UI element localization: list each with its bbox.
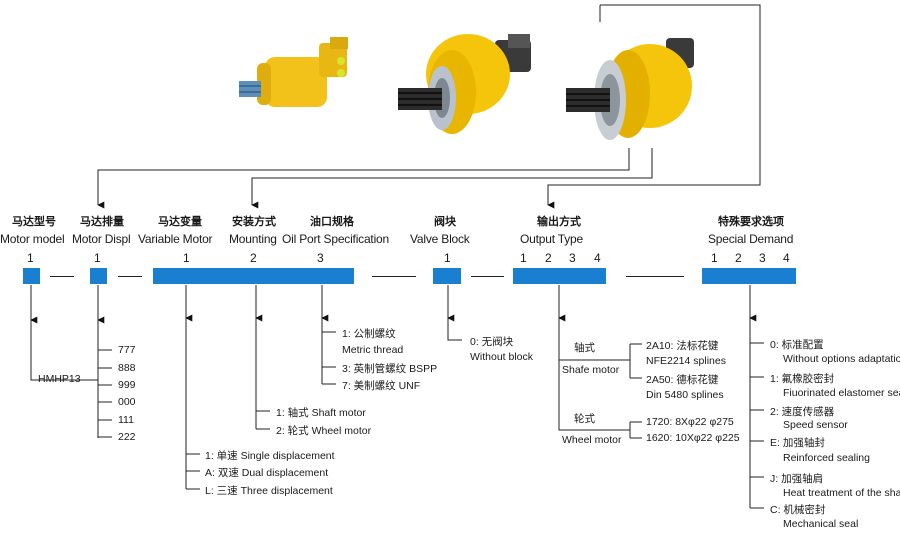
output-wheel-item: 1620: 10Xφ22 φ225 <box>646 432 740 444</box>
separator <box>372 276 416 277</box>
special-option: 1: 氟橡胶密封 <box>770 373 835 385</box>
motor-image-shaft <box>398 34 531 134</box>
special-option: Speed sensor <box>783 419 848 431</box>
group-3-en: Mounting <box>229 232 277 246</box>
group-3-num: 2 <box>250 251 257 265</box>
special-option: 0: 标准配置 <box>770 339 824 351</box>
group-2-cn: 马达变量 <box>158 216 202 228</box>
group-3-cn: 安装方式 <box>232 216 276 228</box>
separator <box>50 276 74 277</box>
separator <box>118 276 142 277</box>
code-box-displacement <box>90 268 107 284</box>
output-wheel-en: Wheel motor <box>562 434 622 446</box>
special-option: Without options adaptations <box>783 353 900 365</box>
group-1-num: 1 <box>94 251 101 265</box>
group-7-num-1: 1 <box>711 251 718 265</box>
group-0-cn: 马达型号 <box>12 216 56 228</box>
special-option: E: 加强轴封 <box>770 437 825 449</box>
output-shaft-item: Din 5480 splines <box>646 389 724 401</box>
valve-option: Without block <box>470 351 534 363</box>
displacement-option: 999 <box>118 379 136 391</box>
group-6-cn: 输出方式 <box>537 216 581 228</box>
special-option: C: 机械密封 <box>770 504 826 516</box>
code-box-valve <box>433 268 461 284</box>
group-5-en: Valve Block <box>410 232 470 246</box>
group-4-en: Oil Port Specification <box>282 232 389 246</box>
group-2-num: 1 <box>183 251 190 265</box>
group-1-cn: 马达排量 <box>80 216 124 228</box>
group-6-num-4: 4 <box>594 251 601 265</box>
code-box-special <box>702 268 796 284</box>
displacement-option: 111 <box>118 414 134 426</box>
group-7-cn: 特殊要求选项 <box>718 216 784 228</box>
output-wheel-item: 1720: 8Xφ22 φ275 <box>646 416 734 428</box>
special-option: Mechanical seal <box>783 518 859 530</box>
group-6-num-1: 1 <box>520 251 527 265</box>
group-6-num-3: 3 <box>569 251 576 265</box>
displacement-option: 000 <box>118 396 136 408</box>
group-0-num: 1 <box>27 251 34 265</box>
code-box-output <box>513 268 606 284</box>
group-7-num-4: 4 <box>783 251 790 265</box>
group-7-num-2: 2 <box>735 251 742 265</box>
motor-image-compact <box>239 37 348 107</box>
displacement-option: 777 <box>118 344 136 356</box>
code-box-variable-mounting-oilport <box>153 268 354 284</box>
mounting-option: 2: 轮式 Wheel motor <box>276 425 372 437</box>
group-0-en: Motor model <box>0 232 65 246</box>
output-shaft-item: NFE2214 splines <box>646 355 726 367</box>
group-5-num: 1 <box>444 251 451 265</box>
variable-option: A: 双速 Dual displacement <box>205 467 329 479</box>
group-4-cn: 油口规格 <box>310 216 354 228</box>
oil-port-option: Metric thread <box>342 344 404 356</box>
group-2-en: Variable Motor <box>138 232 213 246</box>
motor-image-wheel <box>566 38 694 140</box>
special-option: Reinforced sealing <box>783 452 870 464</box>
valve-option: 0: 无阀块 <box>470 336 514 348</box>
displacement-option: 222 <box>118 431 136 443</box>
variable-option: L: 三速 Three displacement <box>205 485 333 497</box>
oil-port-option: 7: 美制螺纹 UNF <box>342 380 421 392</box>
variable-option: 1: 单速 Single displacement <box>205 450 335 462</box>
code-box-model <box>23 268 40 284</box>
group-1-en: Motor Displ <box>72 232 131 246</box>
group-5-cn: 阀块 <box>434 216 456 228</box>
special-option: Heat treatment of the shaft <box>783 487 900 499</box>
special-option: Fiuorinated elastomer seals <box>783 387 900 399</box>
displacement-option: 888 <box>118 362 136 374</box>
group-7-num-3: 3 <box>759 251 766 265</box>
separator <box>471 276 504 277</box>
separator <box>626 276 684 277</box>
output-shaft-cn: 轴式 <box>574 342 595 354</box>
output-wheel-cn: 轮式 <box>574 413 595 425</box>
oil-port-option: 1: 公制螺纹 <box>342 328 396 340</box>
special-option: 2: 速度传感器 <box>770 406 835 418</box>
group-4-num: 3 <box>317 251 324 265</box>
special-option: J: 加强轴肩 <box>770 473 824 485</box>
mounting-option: 1: 轴式 Shaft motor <box>276 407 366 419</box>
output-shaft-en: Shafe motor <box>562 364 620 376</box>
group-6-en: Output Type <box>520 232 583 246</box>
output-shaft-item: 2A10: 法标花键 <box>646 340 719 352</box>
model-option: HMHP13 <box>38 373 81 385</box>
oil-port-option: 3: 英制管螺纹 BSPP <box>342 363 438 375</box>
output-shaft-item: 2A50: 德标花键 <box>646 374 719 386</box>
group-6-num-2: 2 <box>545 251 552 265</box>
group-7-en: Special Demand <box>708 232 794 246</box>
